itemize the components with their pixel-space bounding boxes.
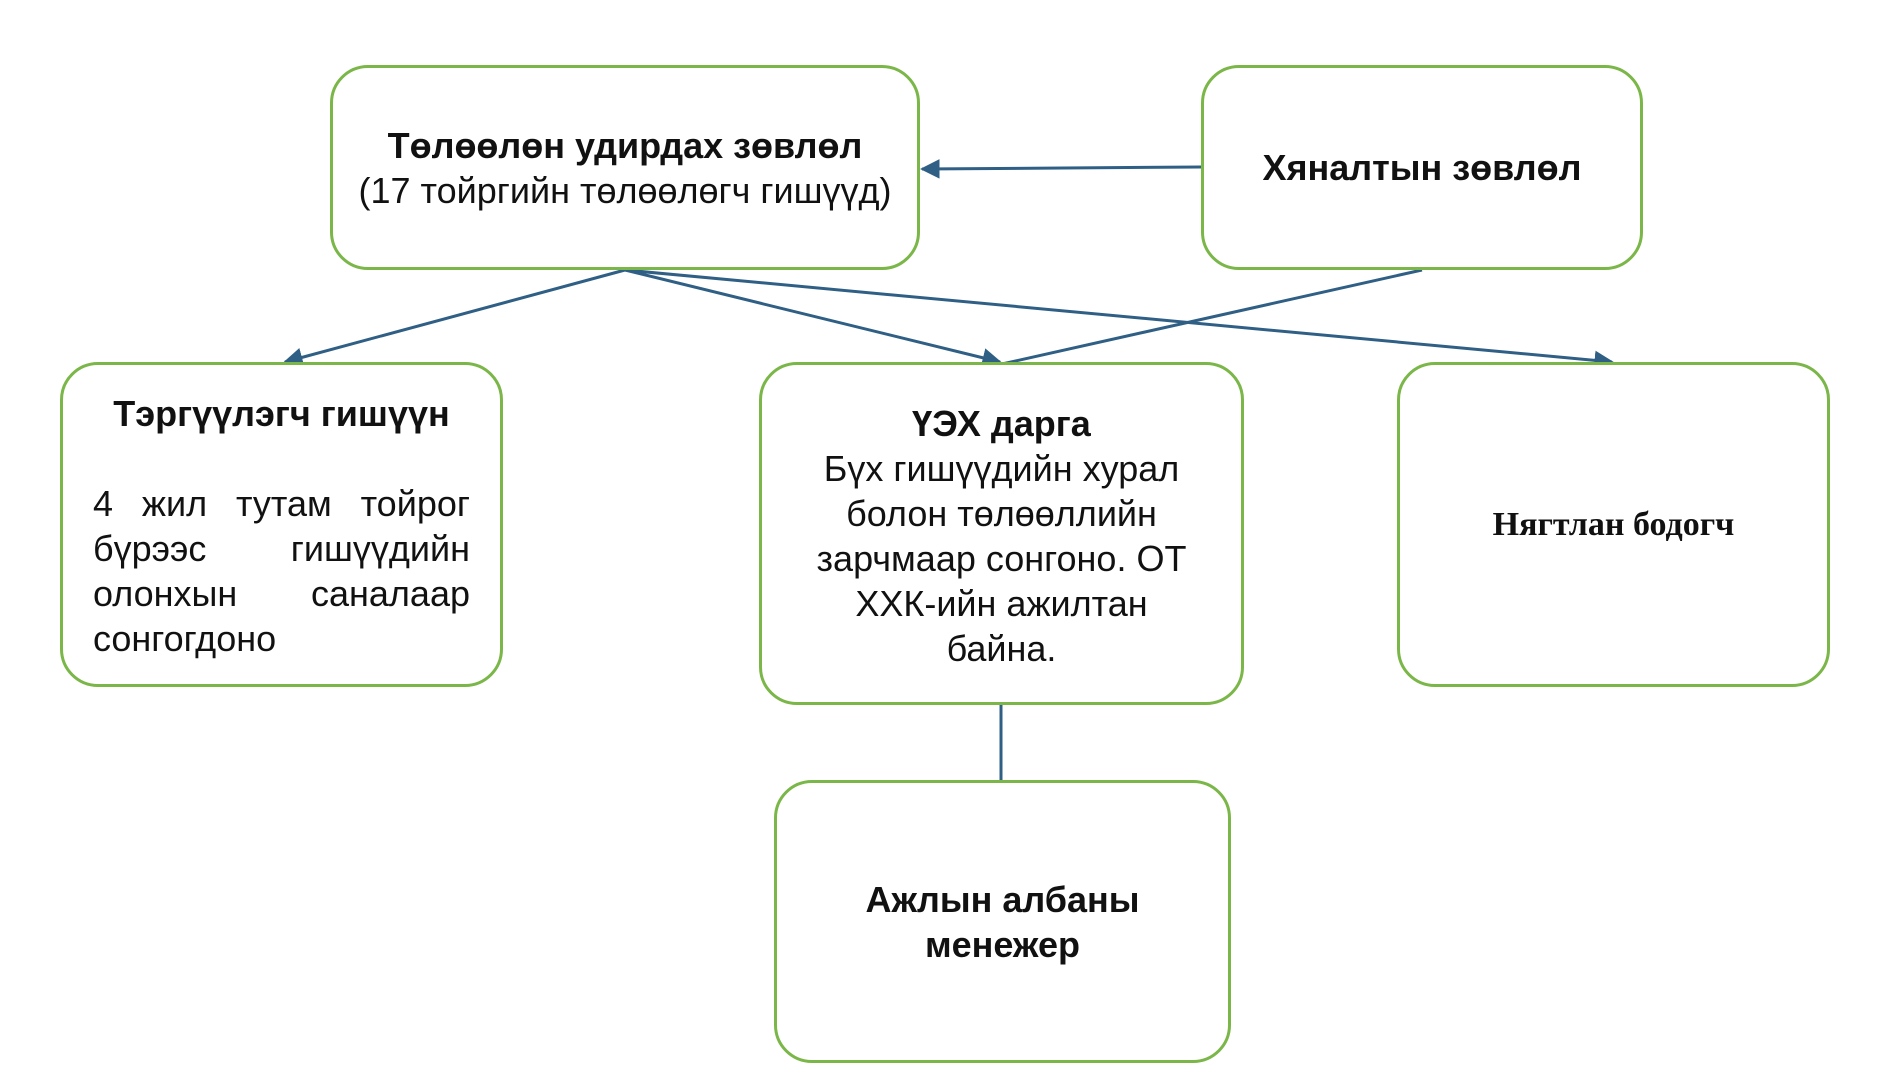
node-union-chair: ҮЭХ дарга Бүх гишүүдийн хурал болон төлө… [759,362,1244,705]
edge-board-to-accountant [624,268,1614,371]
node-leading-member: Тэргүүлэгч гишүүн 4 жил тутам тойрог бүр… [60,362,503,687]
node-title: ҮЭХ дарга [912,403,1091,444]
node-title: Ажлын албаны менежер [865,878,1140,965]
node-subtitle: (17 тойргийн төлөөлөгч гишүүд) [358,169,892,211]
node-description: 4 жил тутам тойрог бүрээс гишүүдийн олон… [93,483,470,659]
edge-board-to-chair [624,268,1002,368]
node-accountant: Нягтлан бодогч [1397,362,1830,687]
node-title: Төлөөлөн удирдах зөвлөл [387,124,863,166]
node-title: Тэргүүлэгч гишүүн [113,393,450,434]
node-description: Бүх гишүүдийн хурал болон төлөөллийн зар… [816,448,1187,669]
node-representative-board: Төлөөлөн удирдах зөвлөл (17 тойргийн төл… [330,65,920,270]
edge-supervisory-to-chair [1001,268,1423,366]
node-title: Нягтлан бодогч [1492,506,1735,543]
edge-supervisory-to-board [920,159,1202,179]
node-supervisory-board: Хяналтын зөвлөл [1201,65,1643,270]
node-title: Хяналтын зөвлөл [1262,147,1582,188]
edge-board-to-leader [283,268,626,367]
node-office-manager: Ажлын албаны менежер [774,780,1231,1063]
